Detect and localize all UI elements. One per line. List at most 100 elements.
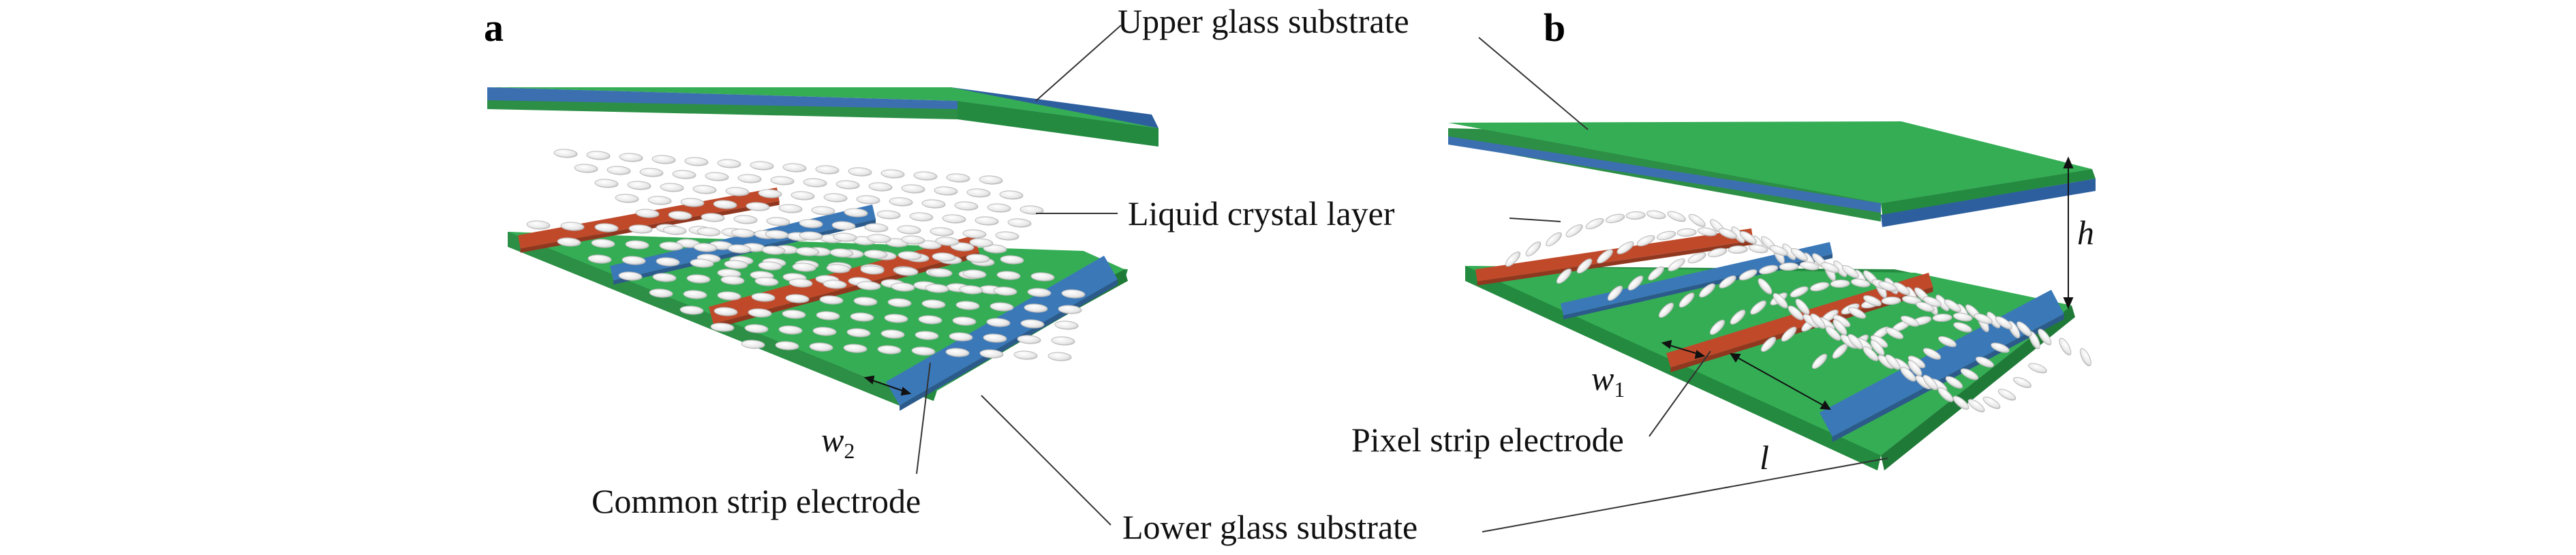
lc-molecule-a [754, 277, 779, 286]
lc-molecule-a [986, 318, 1011, 327]
lc-molecule-b [1945, 376, 1963, 389]
lc-molecule-a [952, 316, 977, 326]
lc-molecule-a [587, 254, 612, 264]
lc-molecule-a [864, 223, 889, 232]
lc-molecule-a [999, 190, 1024, 200]
lc-molecule-b [1625, 211, 1646, 220]
lc-molecule-a [860, 265, 885, 275]
lc-molecule-a [887, 298, 912, 308]
lc-molecule-a [811, 206, 835, 215]
lc-molecule-a [833, 232, 857, 242]
lc-molecule-a [979, 175, 1003, 185]
lc-molecule-a [758, 189, 782, 198]
label-lower-glass-substrate: Lower glass substrate [1122, 508, 1417, 546]
pixel-electrode-b1-side [1477, 240, 1753, 286]
lc-molecule-a [560, 222, 585, 231]
lc-molecule-a [969, 238, 994, 247]
lc-molecule-b [1901, 295, 1922, 305]
lc-molecule-b [2012, 376, 2032, 389]
lc-molecule-a [975, 216, 999, 226]
lc-molecule-b [1991, 342, 2010, 353]
label-pixel-strip-electrode: Pixel strip electrode [1351, 421, 1624, 459]
lc-molecule-a [934, 186, 958, 196]
lc-molecule-b [1995, 316, 2012, 329]
label-upper-glass-substrate: Upper glass substrate [1118, 2, 1409, 40]
lc-molecule-a [607, 166, 631, 175]
lc-molecule-a [649, 288, 673, 298]
lc-molecule-b [1997, 389, 2017, 401]
lc-molecule-b [1719, 275, 1736, 288]
lc-molecule-b [1585, 217, 1604, 230]
lc-molecule-a [795, 247, 820, 256]
lc-molecule-b [1790, 286, 1809, 298]
lc-molecule-b [1738, 269, 1758, 281]
lc-molecule-a [809, 342, 833, 352]
lc-molecule-a [725, 187, 750, 196]
lc-molecule-a [846, 328, 871, 338]
lc-molecule-b [1820, 262, 1839, 273]
lc-molecule-a [925, 284, 949, 293]
lc-molecule-a [831, 221, 856, 230]
lc-molecule-a [1000, 255, 1024, 265]
lc-molecule-a [778, 204, 803, 213]
lc-molecule-a [962, 269, 987, 279]
lc-molecule-a [863, 250, 888, 259]
lc-molecule-a [594, 179, 619, 188]
lc-molecule-a [744, 324, 769, 333]
lc-molecule-a [1017, 335, 1041, 344]
lc-molecule-a [683, 290, 707, 299]
lc-molecule-a [782, 163, 807, 172]
lc-molecule-a [615, 194, 639, 203]
lc-molecule-a [1020, 319, 1045, 329]
lc-molecule-a [913, 171, 938, 181]
lc-molecule-a [746, 202, 770, 211]
lc-molecule-a [792, 262, 816, 272]
lc-molecule-b [1881, 297, 1901, 305]
lc-molecule-a [668, 211, 692, 220]
lc-molecule-a [995, 231, 1019, 241]
lc-molecule-a [680, 198, 705, 207]
lc-molecule-b [1769, 245, 1788, 256]
lc-molecule-b [1648, 266, 1664, 281]
lc-molecule-b [2059, 338, 2072, 356]
lc-molecule-b [1687, 252, 1706, 264]
lc-molecule-a [1027, 288, 1052, 297]
lc-molecule-b [1546, 232, 1562, 247]
lc-molecule-b [1967, 399, 1985, 412]
lc-molecule-b [1830, 280, 1850, 288]
lc-molecule-a [731, 228, 755, 238]
lc-molecule-a [553, 149, 578, 158]
lc-molecule-a [639, 168, 664, 177]
lc-molecule-b [1607, 285, 1623, 301]
lc-molecule-b [2038, 329, 2052, 346]
lc-molecule-a [557, 237, 581, 247]
lc-molecule-a [1054, 320, 1079, 330]
lc-molecule-b [1699, 283, 1715, 298]
lc-molecule-a [710, 322, 735, 332]
lc-molecule-a [741, 340, 765, 349]
lc-molecule-a [983, 333, 1007, 343]
lc-molecule-a [717, 159, 741, 168]
lc-molecule-a [627, 181, 651, 190]
lc-molecule-b [1758, 278, 1773, 295]
lc-molecule-b [1707, 247, 1728, 258]
panel-label-b: b [1544, 5, 1565, 50]
lc-molecule-b [1878, 281, 1897, 292]
lc-molecule-a [635, 209, 660, 218]
lc-molecule-a [1007, 218, 1032, 228]
lc-molecule-a [679, 305, 704, 315]
lc-molecule-a [705, 172, 729, 181]
lc-molecule-b [1678, 292, 1695, 308]
lc-molecule-b [1850, 278, 1871, 288]
lc-molecule-b [1811, 353, 1828, 370]
lc-molecule-a [993, 286, 1017, 296]
lc-molecule-b [1697, 227, 1717, 237]
lc-molecule-b [1718, 228, 1737, 239]
lc-molecule-b [1658, 302, 1674, 318]
lc-molecule-a [816, 311, 840, 320]
lc-molecule-a [586, 151, 611, 160]
lc-molecule-a [898, 251, 922, 260]
lc-molecule-a [942, 214, 966, 224]
lc-molecule-a [829, 248, 854, 258]
lc-molecule-a [727, 244, 752, 254]
